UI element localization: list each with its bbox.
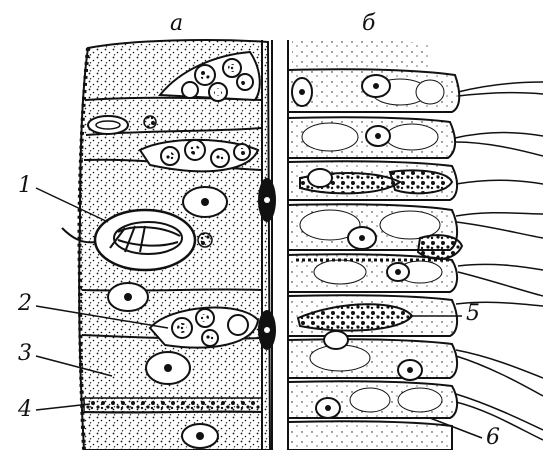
callout-6: 6 — [486, 425, 500, 450]
panel-b-cilia — [455, 82, 543, 440]
panel-a-parasite-vacuole — [95, 210, 195, 270]
panel-labels: а б — [170, 11, 376, 36]
panel-label-b: б — [362, 11, 376, 36]
callout-5: 5 — [466, 301, 480, 326]
callout-3: 3 — [18, 341, 32, 366]
panel-b — [288, 39, 543, 450]
panel-a-dark-band — [84, 398, 262, 412]
panel-a-parasite-small — [88, 116, 128, 134]
callout-4: 4 — [17, 397, 32, 422]
callout-2: 2 — [17, 291, 32, 316]
callout-1: 1 — [18, 173, 32, 198]
panel-label-a: а — [170, 11, 183, 36]
panel-a — [62, 40, 276, 450]
